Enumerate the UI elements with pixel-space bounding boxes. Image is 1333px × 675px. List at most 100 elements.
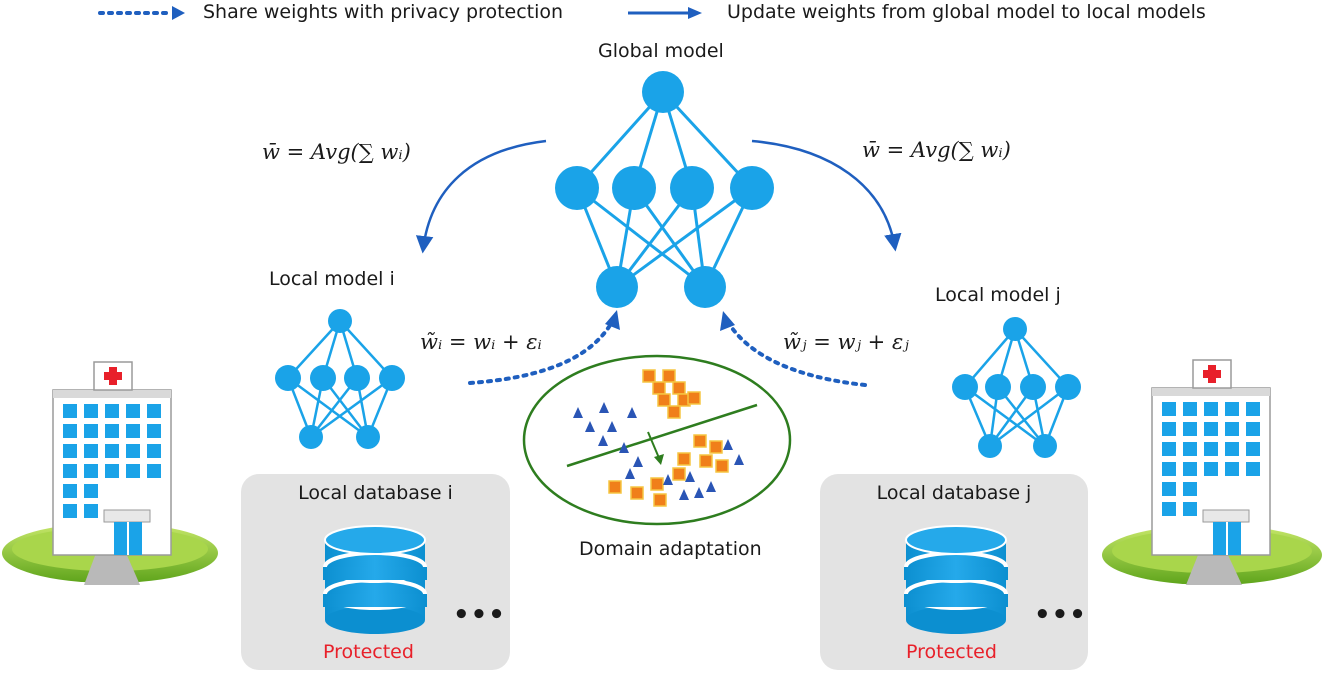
hospital-window bbox=[63, 504, 77, 518]
target-triangle bbox=[619, 442, 629, 453]
local-database-j-box: Local database j ••• Protected bbox=[820, 474, 1088, 670]
hospital-window bbox=[1162, 482, 1176, 496]
source-square bbox=[672, 467, 686, 481]
source-square bbox=[662, 369, 676, 383]
hospital-window bbox=[105, 444, 119, 458]
target-triangle bbox=[599, 402, 609, 413]
share-arrow-left bbox=[468, 310, 620, 385]
hospital-window bbox=[105, 424, 119, 438]
hospital-window bbox=[1204, 462, 1218, 476]
legend-share-label: Share weights with privacy protection bbox=[203, 1, 564, 23]
target-triangle bbox=[585, 421, 595, 432]
source-domain-squares bbox=[608, 369, 729, 507]
hospital-window bbox=[126, 404, 140, 418]
target-triangle bbox=[663, 474, 673, 485]
local-database-i-title: Local database i bbox=[298, 482, 453, 504]
hospital-window bbox=[1183, 482, 1197, 496]
hospital-window bbox=[147, 464, 161, 478]
hospital-window bbox=[84, 404, 98, 418]
hospital-window bbox=[1183, 462, 1197, 476]
hospital-window bbox=[1246, 462, 1260, 476]
hospital-window bbox=[1162, 462, 1176, 476]
hospital-window bbox=[1246, 402, 1260, 416]
local-database-i-box: Local database i ••• Protected bbox=[241, 474, 510, 670]
hospital-window bbox=[147, 404, 161, 418]
hospital-window bbox=[1183, 402, 1197, 416]
source-square bbox=[650, 477, 664, 491]
local-model-i-title: Local model i bbox=[269, 268, 395, 290]
hospital-window bbox=[1183, 502, 1197, 516]
hospital-window bbox=[63, 444, 77, 458]
hospital-window bbox=[84, 424, 98, 438]
source-square bbox=[672, 381, 686, 395]
target-triangle bbox=[598, 435, 608, 446]
domain-adaptation-figure bbox=[522, 354, 792, 526]
target-triangle bbox=[633, 456, 643, 467]
update-arrow-right bbox=[751, 139, 902, 252]
hospital-window bbox=[126, 424, 140, 438]
hospital-window bbox=[147, 424, 161, 438]
hospital-window bbox=[105, 404, 119, 418]
hospital-window bbox=[1225, 402, 1239, 416]
hospital-right bbox=[1102, 359, 1322, 585]
noise-formula-left: w̃ᵢ = wᵢ + εᵢ bbox=[420, 330, 542, 354]
database-i-icon bbox=[323, 525, 427, 634]
source-square bbox=[657, 393, 671, 407]
hospital-window bbox=[1246, 422, 1260, 436]
protected-label-j: Protected bbox=[906, 641, 997, 663]
hospital-window bbox=[1225, 462, 1239, 476]
target-triangle bbox=[573, 407, 583, 418]
target-triangle bbox=[706, 481, 716, 492]
database-j-icon bbox=[904, 525, 1008, 634]
hospital-window bbox=[63, 484, 77, 498]
hospital-window bbox=[63, 404, 77, 418]
hospital-window bbox=[1183, 442, 1197, 456]
hospital-window bbox=[1162, 402, 1176, 416]
hospital-window bbox=[63, 424, 77, 438]
local-model-i-network bbox=[275, 309, 405, 449]
hospital-window bbox=[63, 464, 77, 478]
target-triangle bbox=[607, 421, 617, 432]
hospital-window bbox=[1204, 402, 1218, 416]
target-triangle bbox=[694, 487, 704, 498]
legend-update-label: Update weights from global model to loca… bbox=[727, 1, 1206, 23]
hospital-window bbox=[126, 464, 140, 478]
hospital-window bbox=[126, 444, 140, 458]
share-arrow-right bbox=[720, 311, 867, 387]
legend-dotted-arrow bbox=[98, 6, 185, 20]
hospital-window bbox=[1162, 502, 1176, 516]
global-model-title: Global model bbox=[598, 40, 724, 62]
more-databases-i: ••• bbox=[453, 600, 506, 630]
hospital-window bbox=[84, 444, 98, 458]
avg-formula-left: w̄ = Avg(∑ wᵢ) bbox=[262, 140, 411, 164]
avg-formula-right: w̄ = Avg(∑ wᵢ) bbox=[862, 138, 1011, 162]
source-square bbox=[693, 434, 707, 448]
hospital-window bbox=[1162, 442, 1176, 456]
hospital-window bbox=[1225, 442, 1239, 456]
source-square bbox=[677, 452, 691, 466]
hospital-window bbox=[105, 464, 119, 478]
target-triangle bbox=[723, 439, 733, 450]
source-square bbox=[653, 493, 667, 507]
source-square bbox=[687, 391, 701, 405]
target-triangle bbox=[625, 468, 635, 479]
hospital-window bbox=[147, 444, 161, 458]
hospital-window bbox=[84, 504, 98, 518]
local-model-j-title: Local model j bbox=[935, 284, 1061, 306]
hospital-window bbox=[84, 464, 98, 478]
update-arrow-left bbox=[415, 139, 547, 254]
protected-label-i: Protected bbox=[323, 641, 414, 663]
hospital-left bbox=[2, 361, 218, 585]
target-triangle bbox=[685, 471, 695, 482]
hospital-window bbox=[1204, 422, 1218, 436]
target-triangle bbox=[734, 454, 744, 465]
target-domain-triangles bbox=[573, 402, 744, 500]
source-square bbox=[608, 480, 622, 494]
target-triangle bbox=[679, 489, 689, 500]
domain-adaptation-label: Domain adaptation bbox=[579, 538, 762, 560]
source-square bbox=[715, 459, 729, 473]
local-model-j-network bbox=[952, 317, 1081, 458]
source-square bbox=[709, 440, 723, 454]
target-triangle bbox=[627, 407, 637, 418]
